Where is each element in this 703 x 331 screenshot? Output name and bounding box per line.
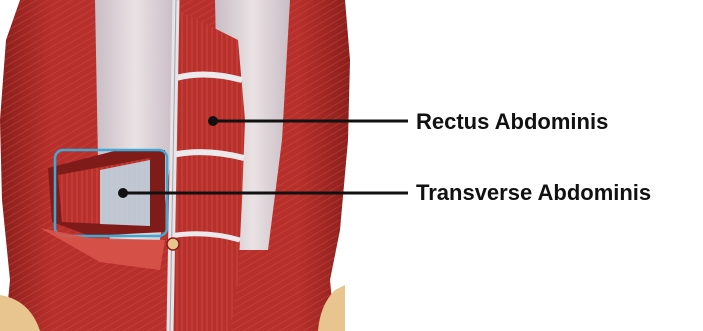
- transverse-pointer-dot: [118, 188, 128, 198]
- transverse-abdominis-label: Transverse Abdominis: [416, 182, 651, 204]
- rectus-abdominis-label: Rectus Abdominis: [416, 111, 608, 133]
- navel: [167, 238, 179, 250]
- rectus-abdominis-muscle: [168, 10, 245, 331]
- rectus-pointer-dot: [208, 116, 218, 126]
